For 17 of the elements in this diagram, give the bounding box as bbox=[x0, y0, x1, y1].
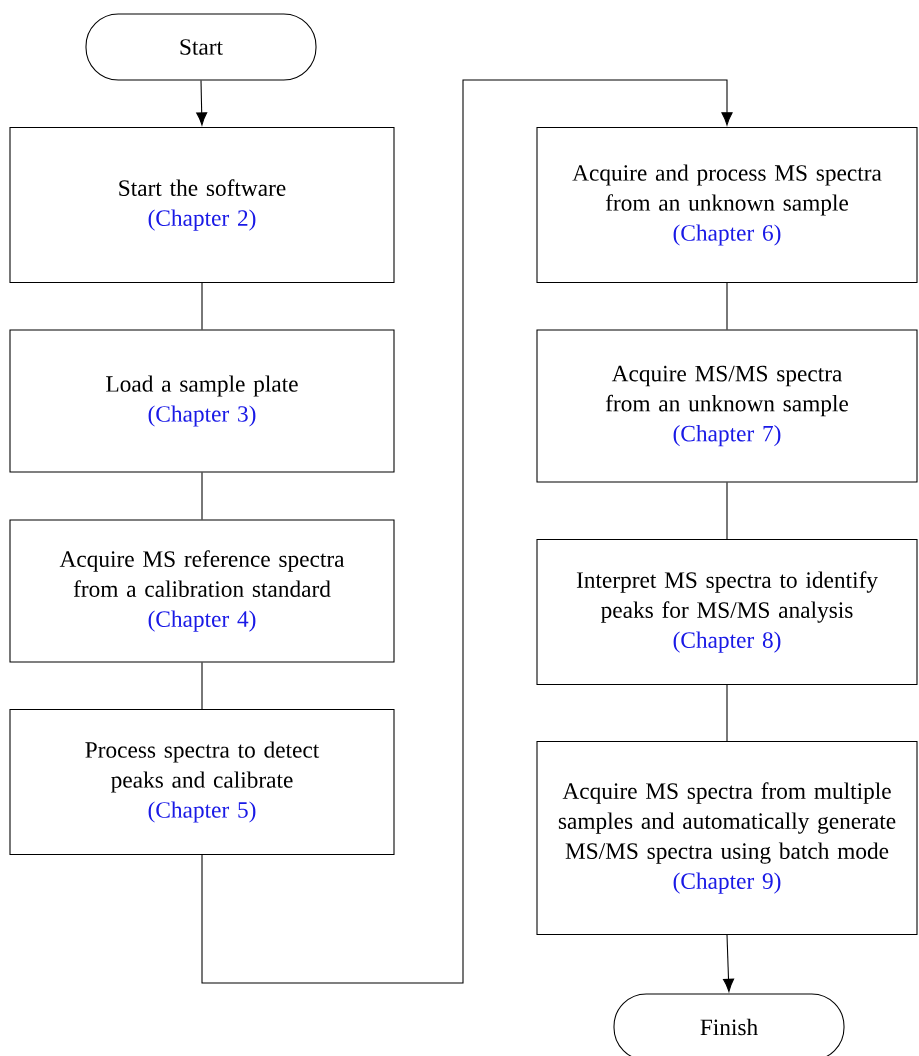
connector-line bbox=[726, 684, 728, 742]
connector-line bbox=[201, 472, 203, 520]
process-box: Interpret MS spectra to identify peaks for MS/MS analysis (Chapter 8) bbox=[536, 538, 918, 686]
process-box: Acquire MS/MS spectra from an unknown sample (Chapter 7) bbox=[536, 329, 918, 483]
connector-line bbox=[201, 282, 203, 330]
process-box: Acquire MS spectra from multiple samples and automatically generate MS/MS spectra using batch mode (Chapter 9) bbox=[536, 740, 918, 936]
connector-line bbox=[201, 662, 203, 710]
process-box: Acquire and process MS spectra from an unknown sample (Chapter 6) bbox=[536, 127, 918, 283]
process-box: Process spectra to detect peaks and calibrate (Chapter 5) bbox=[9, 708, 395, 856]
arrow bbox=[722, 934, 735, 992]
process-box: Start the software (Chapter 2) bbox=[9, 127, 395, 283]
arrow bbox=[196, 80, 208, 126]
connector-line bbox=[726, 282, 728, 330]
arrow bbox=[201, 79, 733, 984]
process-box: Acquire MS reference spectra from a calibration standard (Chapter 4) bbox=[9, 519, 395, 663]
connector-line bbox=[726, 482, 728, 540]
process-box: Load a sample plate (Chapter 3) bbox=[9, 329, 395, 473]
